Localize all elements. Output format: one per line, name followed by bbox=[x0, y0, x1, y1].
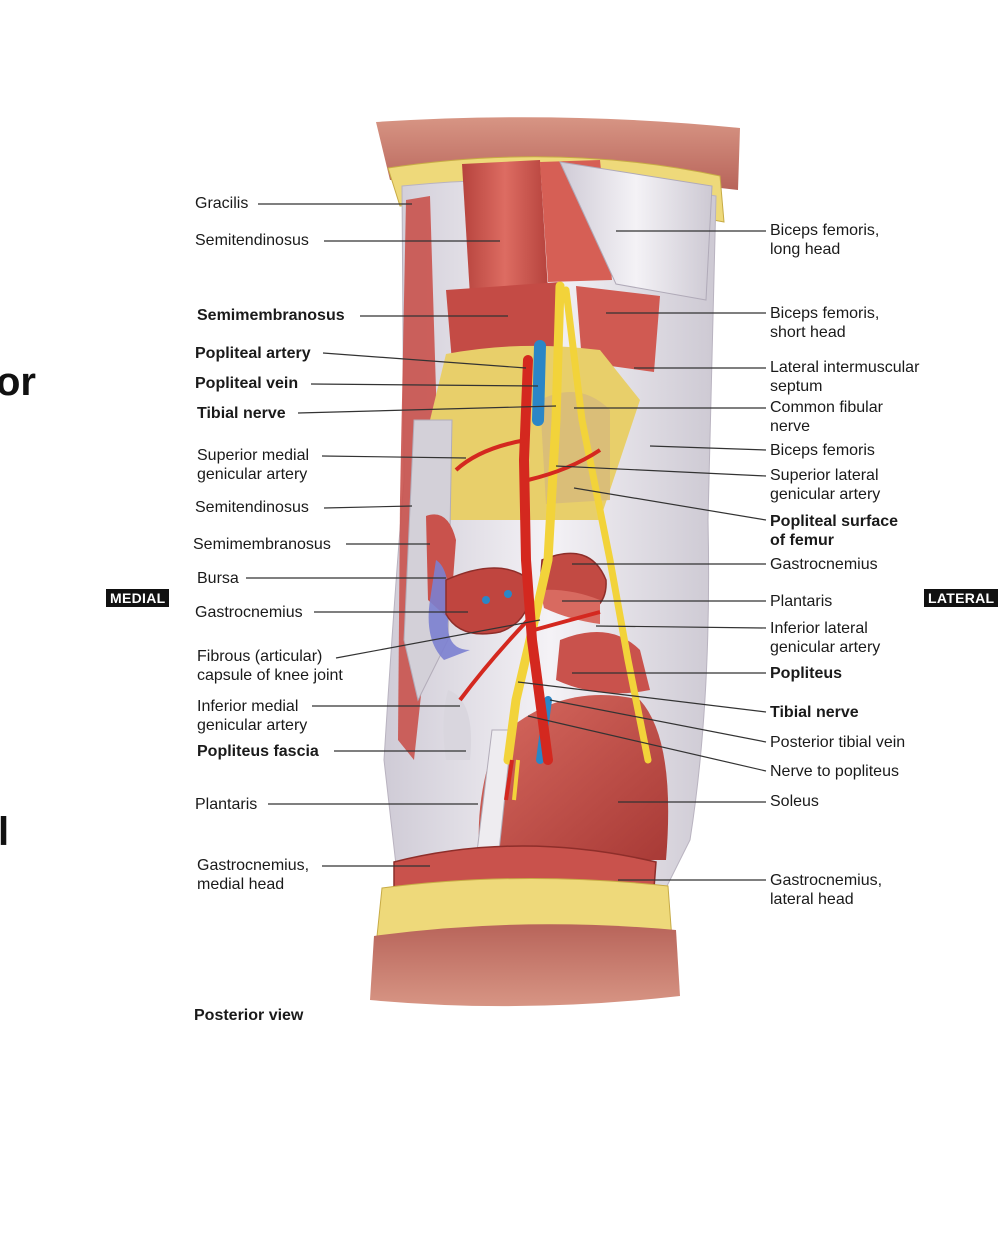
inferior-lateral-genicular-branch bbox=[533, 610, 601, 632]
bursa bbox=[428, 560, 470, 660]
left-label-line: Gastrocnemius bbox=[195, 604, 303, 621]
leader-lines-left bbox=[246, 203, 557, 867]
right-label-line: Tibial nerve bbox=[770, 704, 859, 721]
left-label: Bursa bbox=[197, 569, 239, 588]
left-label: Tibial nerve bbox=[197, 404, 286, 423]
left-label-line: Superior medial bbox=[197, 447, 310, 464]
right-label: Plantaris bbox=[770, 592, 832, 611]
view-caption: Posterior view bbox=[194, 1007, 304, 1024]
skin-bottom bbox=[370, 924, 680, 1007]
left-label-line: Semimembranosus bbox=[193, 536, 331, 553]
right-label-line: Biceps femoris, bbox=[770, 222, 880, 239]
left-label-line: Popliteal vein bbox=[195, 375, 299, 392]
cropped-heading-fragment-top: or bbox=[0, 360, 36, 404]
left-label-line: Inferior medial bbox=[197, 698, 299, 715]
right-label: Popliteus bbox=[770, 664, 842, 683]
right-label: Lateral intermuscular septum bbox=[770, 358, 919, 396]
left-label: Gracilis bbox=[195, 194, 248, 213]
left-label-line: genicular artery bbox=[197, 717, 308, 734]
right-label-line: Gastrocnemius, bbox=[770, 872, 883, 889]
right-label-line: Nerve to popliteus bbox=[770, 763, 899, 780]
left-label-line: Semitendinosus bbox=[195, 499, 309, 516]
left-label: Gastrocnemius, medial head bbox=[197, 856, 309, 894]
left-label-line: Popliteal artery bbox=[195, 345, 311, 362]
left-label-line: Tibial nerve bbox=[197, 405, 286, 422]
left-label-line: Gracilis bbox=[195, 195, 249, 212]
left-label: Semimembranosus bbox=[193, 535, 331, 554]
left-label-line: capsule of knee joint bbox=[197, 667, 343, 684]
semitendinosus-upper bbox=[462, 160, 548, 296]
leader-lines-right bbox=[517, 230, 767, 881]
right-label: Nerve to popliteus bbox=[770, 762, 899, 781]
right-label-line: Biceps femoris bbox=[770, 442, 875, 459]
right-label-line: Superior lateral bbox=[770, 467, 879, 484]
left-label: Popliteus fascia bbox=[197, 742, 319, 761]
medial-tag: MEDIAL bbox=[106, 589, 170, 607]
cropped-heading-fragment-bottom: l bbox=[0, 810, 10, 854]
left-label-line: Popliteus fascia bbox=[197, 743, 319, 760]
left-label: Popliteal artery bbox=[195, 344, 311, 363]
left-label: Superior medial genicular artery bbox=[197, 446, 309, 484]
popliteus-fascia bbox=[443, 690, 472, 760]
left-label-line: genicular artery bbox=[197, 466, 308, 483]
common-fibular-nerve bbox=[562, 286, 652, 764]
left-label: Semitendinosus bbox=[195, 231, 309, 250]
superior-medial-genicular-branch bbox=[454, 438, 527, 472]
left-label: Popliteal vein bbox=[195, 374, 298, 393]
right-label-line: short head bbox=[770, 324, 846, 341]
right-label-line: septum bbox=[770, 378, 823, 395]
right-label: Posterior tibial vein bbox=[770, 733, 905, 752]
right-label-line: Gastrocnemius bbox=[770, 556, 878, 573]
inferior-medial-genicular-branch bbox=[458, 618, 530, 702]
left-label-line: Bursa bbox=[197, 570, 239, 587]
right-label-line: genicular artery bbox=[770, 486, 881, 503]
right-label-line: Popliteus bbox=[770, 665, 843, 682]
left-label-line: medial head bbox=[197, 876, 285, 893]
right-label: Gastrocnemius, lateral head bbox=[770, 871, 882, 909]
right-label-line: Lateral intermuscular bbox=[770, 359, 920, 376]
right-label-line: of femur bbox=[770, 532, 834, 549]
superior-lateral-genicular-branch bbox=[527, 448, 602, 482]
popliteal-vein-path bbox=[532, 340, 546, 426]
right-label-line: long head bbox=[770, 241, 841, 258]
right-label: Biceps femoris, short head bbox=[770, 304, 879, 342]
right-label: Popliteal surface of femur bbox=[770, 512, 898, 550]
left-label-line: Semimembranosus bbox=[197, 307, 345, 324]
left-label: Semimembranosus bbox=[197, 306, 345, 325]
right-label-line: Popliteal surface bbox=[770, 513, 899, 530]
right-label-line: Inferior lateral bbox=[770, 620, 868, 637]
left-label: Plantaris bbox=[195, 795, 257, 814]
soleus-muscle bbox=[478, 695, 669, 860]
tibial-nerve-path bbox=[503, 281, 565, 765]
right-label-line: Posterior tibial vein bbox=[770, 734, 906, 751]
left-label: Fibrous (articular) capsule of knee joint bbox=[197, 647, 343, 685]
right-label: Biceps femoris, long head bbox=[770, 221, 879, 259]
left-label-line: Gastrocnemius, bbox=[197, 857, 310, 874]
right-label-line: nerve bbox=[770, 418, 811, 435]
left-label: Inferior medial genicular artery bbox=[197, 697, 307, 735]
left-label: Gastrocnemius bbox=[195, 603, 303, 622]
left-label-line: Semitendinosus bbox=[195, 232, 309, 249]
right-label-line: Soleus bbox=[770, 793, 819, 810]
right-label-line: Biceps femoris, bbox=[770, 305, 880, 322]
left-label-line: Fibrous (articular) bbox=[197, 648, 323, 665]
right-label: Inferior lateral genicular artery bbox=[770, 619, 880, 657]
popliteal-artery-path bbox=[518, 355, 553, 765]
right-label: Soleus bbox=[770, 792, 819, 811]
lateral-tag: LATERAL bbox=[924, 589, 999, 607]
right-label: Tibial nerve bbox=[770, 703, 859, 722]
left-label-line: Plantaris bbox=[195, 796, 258, 813]
right-label-line: Plantaris bbox=[770, 593, 833, 610]
right-label-line: lateral head bbox=[770, 891, 854, 908]
right-label-line: genicular artery bbox=[770, 639, 881, 656]
semimembranosus-upper bbox=[446, 282, 560, 362]
right-label: Gastrocnemius bbox=[770, 555, 878, 574]
right-label: Superior lateral genicular artery bbox=[770, 466, 880, 504]
left-label: Semitendinosus bbox=[195, 498, 309, 517]
right-label: Biceps femoris bbox=[770, 441, 875, 460]
right-label-line: Common fibular bbox=[770, 399, 883, 416]
right-label: Common fibular nerve bbox=[770, 398, 883, 436]
